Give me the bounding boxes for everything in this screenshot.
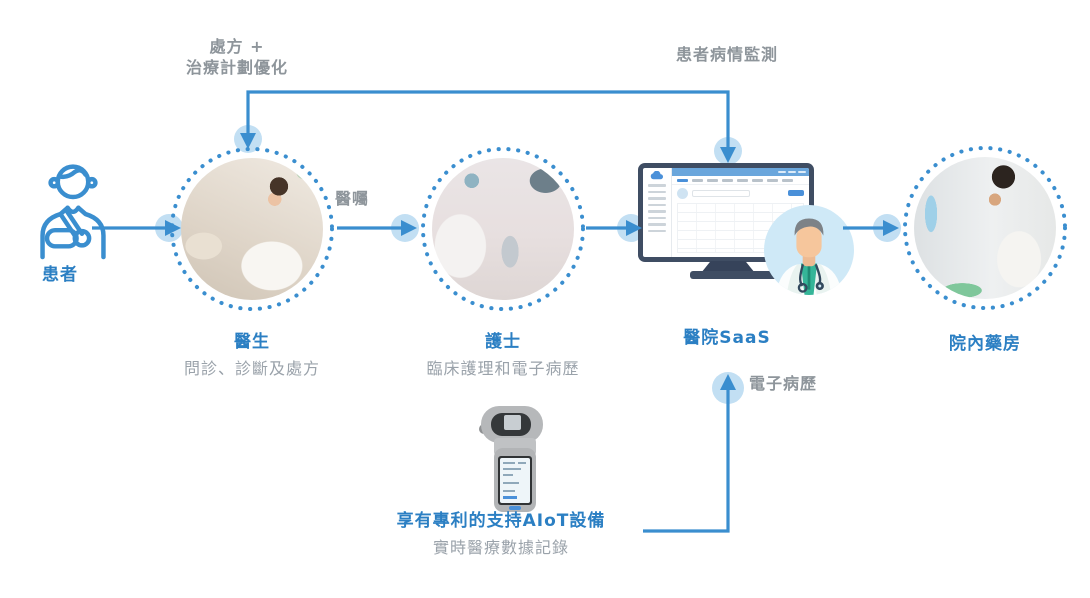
sidebar-skeleton-item [648,223,666,226]
handheld-aiot-device-icon [479,406,543,512]
arrowhead-device-saas [720,374,736,390]
dashboard-tab [677,179,688,182]
dashboard-topbar [672,168,809,176]
dashboard-tab [737,179,748,182]
dashboard-tab [782,179,793,182]
injured-patient-icon [40,164,106,260]
dashboard-primary-button [788,190,804,196]
sidebar-skeleton-item [648,190,666,193]
sidebar-skeleton-item [648,229,666,232]
connector-top-feedback [246,90,730,147]
monitor-stand-neck [701,261,755,273]
halo-top-saas [714,137,742,165]
nurse-node [418,144,588,314]
device-label-block: 享有專利的支持AIoT設備 實時醫療數據記錄 [386,506,616,558]
sidebar-skeleton-item [648,197,666,200]
patient-monitoring-label: 患者病情監測 [675,45,778,64]
emr-label: 電子病歷 [749,374,818,393]
nurse-photo [432,158,574,300]
halo-doctor-nurse [391,214,419,242]
dashboard-tab [767,179,778,182]
cloud-icon [650,171,663,180]
pharmacy-label: 院內藥房 [949,334,1021,354]
dashboard-tab [722,179,733,182]
patient-label: 患者 [42,265,78,285]
pharmacy-dotted-ring [903,146,1067,310]
sidebar-skeleton-item [648,210,666,213]
sidebar-skeleton-item [648,203,666,206]
dashboard-profile-avatar [677,187,688,199]
dashboard-tab [707,179,718,182]
doctor-sublabel: 問診、診斷及處方 [183,359,320,378]
nurse-sublabel: 臨床護理和電子病歷 [426,359,580,378]
arrowhead-top-saas [720,147,736,163]
doctor-dotted-ring [170,147,334,311]
dashboard-tabs [672,176,809,185]
monitor-stand-base [690,271,785,279]
prescription-label-line2: 治療計劃優化 [185,58,288,77]
doctor-photo [181,158,323,300]
nurse-dotted-ring [421,147,585,311]
pharmacy-photo [914,157,1056,299]
dashboard-search-row [672,185,809,202]
pharmacy-node [900,143,1070,313]
doctor-order-label: 醫囑 [335,189,370,208]
dashboard-tab [692,179,703,182]
pharmacy-label-block: 院內藥房 [885,329,1085,354]
dashboard-tab [752,179,763,182]
prescription-label-line1: 處方 + [209,37,265,56]
device-sublabel: 實時醫療數據記錄 [432,538,569,557]
dashboard-sidebar [643,168,672,257]
saas-label-block: 醫院SaaS [637,323,817,348]
nurse-label: 護士 [485,332,521,352]
arrowhead-doctor-nurse [401,220,417,236]
dashboard-search-input [692,189,750,197]
saas-label: 醫院SaaS [683,328,771,348]
device-label: 享有專利的支持AIoT設備 [396,511,606,531]
doctor-avatar-icon [764,205,854,295]
arrowhead-saas-pharmacy [883,220,899,236]
nurse-label-block: 護士 臨床護理和電子病歷 [393,327,613,379]
connector-device-saas [643,390,730,533]
patient-label-block: 患者 [20,260,100,285]
doctor-label: 醫生 [234,332,270,352]
sidebar-skeleton-item [648,184,666,187]
doctor-label-block: 醫生 問診、診斷及處方 [152,327,352,379]
halo-device-saas [712,372,744,404]
prescription-optimization-label: 處方 + 治療計劃優化 [157,36,317,78]
doctor-node [167,144,337,314]
sidebar-skeleton-item [648,216,666,219]
halo-saas-pharmacy [873,214,901,242]
